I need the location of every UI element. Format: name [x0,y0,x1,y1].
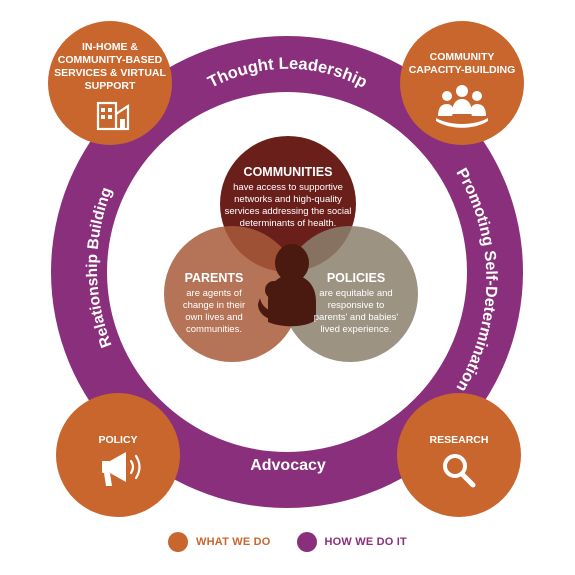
corner-in-home-services: IN-HOME & COMMUNITY-BASED SERVICES & VIR… [48,21,172,145]
communities-title: COMMUNITIES [244,165,333,179]
corner-research-title: RESEARCH [430,434,489,446]
parents-body-line-4: communities. [186,324,242,335]
legend-item-what-we-do: WHAT WE DO [168,532,271,552]
legend-how-we-do-it-label: HOW WE DO IT [324,536,407,548]
corner-research: RESEARCH [397,393,521,517]
policies-body-line-3: parents' and babies' [314,312,399,323]
corner-in-home-line-3: SERVICES & VIRTUAL [54,67,166,79]
sound-waves-icon [129,454,141,480]
corner-capacity-line-1: COMMUNITY [430,51,495,63]
legend-item-how-we-do-it: HOW WE DO IT [296,532,407,552]
legend-purple-dot [296,532,317,552]
people-group-icon [436,85,488,128]
communities-body-line-1: have access to supportive [233,182,343,193]
parents-body-line-2: change in their [183,300,245,311]
venn-policies-circle [282,226,418,362]
policies-body-line-1: are equitable and [319,288,392,299]
legend: WHAT WE DO HOW WE DO IT [0,532,575,552]
magnifier-icon [443,454,476,488]
corner-in-home-line-2: COMMUNITY-BASED [58,54,163,66]
corner-in-home-line-4: SUPPORT [85,80,136,92]
megaphone-icon [102,452,126,486]
parents-body-line-1: are agents of [186,288,242,299]
policies-body-line-4: lived experience. [320,324,391,335]
legend-what-we-do-label: WHAT WE DO [196,536,271,548]
parents-body-line-3: own lives and [185,312,243,323]
parents-title: PARENTS [185,271,244,285]
policies-title: POLICIES [327,271,385,285]
corner-policy: POLICY [56,393,180,517]
venn-parents-circle [164,226,300,362]
communities-body-line-3: services addressing the social [225,206,352,217]
corner-capacity-line-2: CAPACITY-BUILDING [409,64,516,76]
corner-in-home-line-1: IN-HOME & [82,41,138,53]
communities-body-line-2: networks and high-quality [234,194,342,205]
communities-body-line-4: determinants of health. [240,218,337,229]
building-icon [96,101,130,131]
policies-body-line-2: responsive to [328,300,385,311]
ring-advocacy: Advocacy [250,457,326,474]
parent-and-baby-silhouette-icon [258,244,316,327]
corner-policy-title: POLICY [98,434,137,446]
corner-community-capacity-building: COMMUNITY CAPACITY-BUILDING [400,21,524,145]
legend-orange-dot [168,532,189,552]
